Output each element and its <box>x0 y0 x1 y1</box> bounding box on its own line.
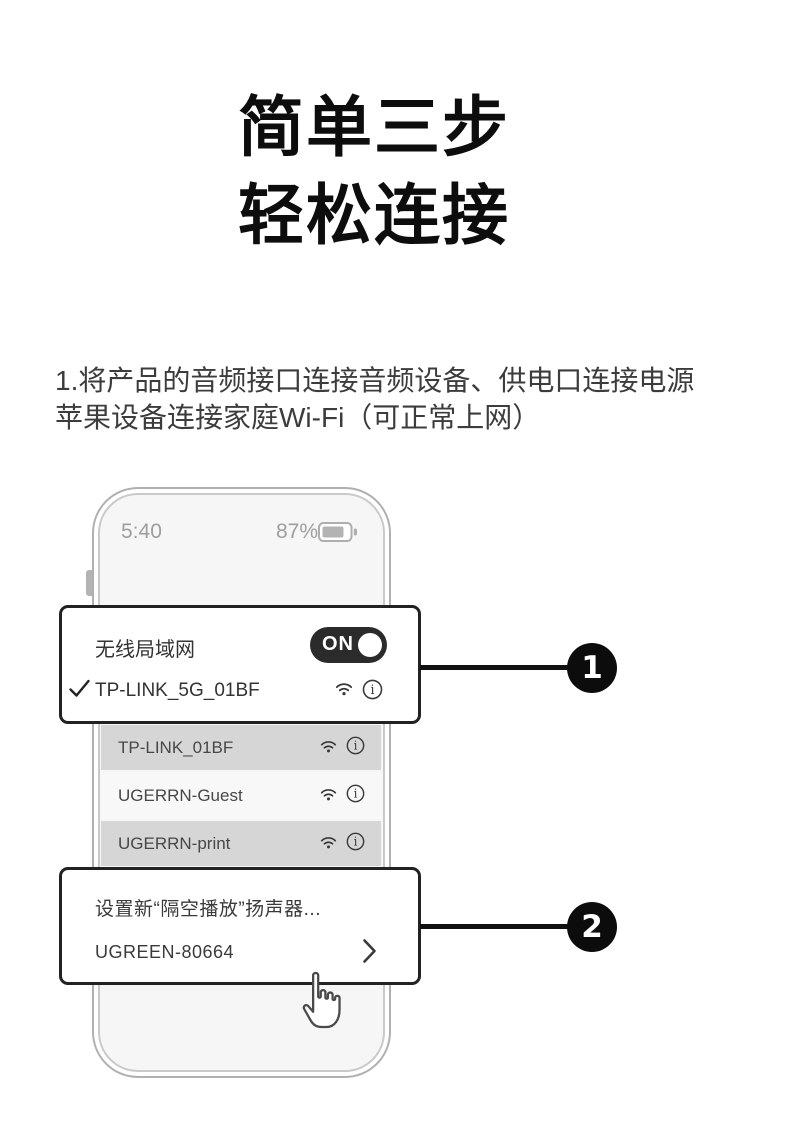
battery-percent: 87% <box>276 520 319 543</box>
battery-icon <box>318 522 358 547</box>
info-icon[interactable]: i <box>346 832 365 856</box>
wifi-icon <box>335 682 353 701</box>
wlan-label: 无线局域网 <box>95 639 195 661</box>
page-title-line-1: 简单三步 <box>238 89 510 166</box>
network-name: TP-LINK_01BF <box>118 737 234 757</box>
callout-2-number: 2 <box>581 909 603 945</box>
network-row-tp-link-01bf[interactable]: TP-LINK_01BF i <box>101 725 381 770</box>
network-name: UGERRN-print <box>118 833 231 853</box>
selected-network-row[interactable]: TP-LINK_5G_01BF i <box>62 670 418 714</box>
callout-1-line <box>420 665 572 670</box>
toggle-knob <box>358 633 382 657</box>
page-title-line-2: 轻松连接 <box>238 177 510 254</box>
wifi-settings-panel: 无线局域网 ON TP-LINK_5G_01BF <box>59 605 421 724</box>
wifi-icon <box>320 786 337 806</box>
svg-text:i: i <box>370 683 374 698</box>
callout-2-badge: 2 <box>567 902 617 952</box>
network-list: TP-LINK_01BF i UGERRN-Gues <box>101 725 381 869</box>
airplay-device-row[interactable]: UGREEN-80664 <box>62 932 418 976</box>
network-row-ugerrn-print[interactable]: UGERRN-print i <box>101 821 381 866</box>
airplay-setup-panel: 设置新“隔空播放”扬声器... UGREEN-80664 <box>59 867 421 985</box>
network-row-ugerrn-guest[interactable]: UGERRN-Guest i <box>101 773 381 819</box>
selected-network-name: TP-LINK_5G_01BF <box>95 680 260 701</box>
toggle-on-label: ON <box>322 633 354 655</box>
step-instruction-line-1: 1.将产品的音频接口连接音频设备、供电口连接电源 <box>55 365 695 396</box>
wifi-toggle[interactable]: ON <box>310 627 387 663</box>
check-icon <box>68 678 91 704</box>
airplay-device-name: UGREEN-80664 <box>95 942 235 962</box>
status-time: 5:40 <box>121 520 162 543</box>
wifi-icon <box>320 834 337 854</box>
callout-1-number: 1 <box>581 650 603 686</box>
info-icon[interactable]: i <box>362 679 383 705</box>
info-icon[interactable]: i <box>346 784 365 808</box>
step-instruction-line-2: 苹果设备连接家庭Wi-Fi（可正常上网） <box>55 402 541 433</box>
info-icon[interactable]: i <box>346 736 365 760</box>
page-title: 简单三步 轻松连接 <box>0 84 748 260</box>
wifi-icon <box>320 738 337 758</box>
step-instruction: 1.将产品的音频接口连接音频设备、供电口连接电源 苹果设备连接家庭Wi-Fi（可… <box>55 362 715 436</box>
chevron-right-icon <box>361 937 378 970</box>
network-name: UGERRN-Guest <box>118 786 243 805</box>
phone-side-button <box>86 570 94 596</box>
tap-hand-icon <box>296 971 350 1040</box>
callout-1-badge: 1 <box>567 643 617 693</box>
svg-text:i: i <box>354 787 358 801</box>
svg-text:i: i <box>354 738 358 752</box>
airplay-panel-title: 设置新“隔空播放”扬声器... <box>95 899 321 920</box>
svg-text:i: i <box>354 834 358 848</box>
callout-2-line <box>420 924 572 929</box>
